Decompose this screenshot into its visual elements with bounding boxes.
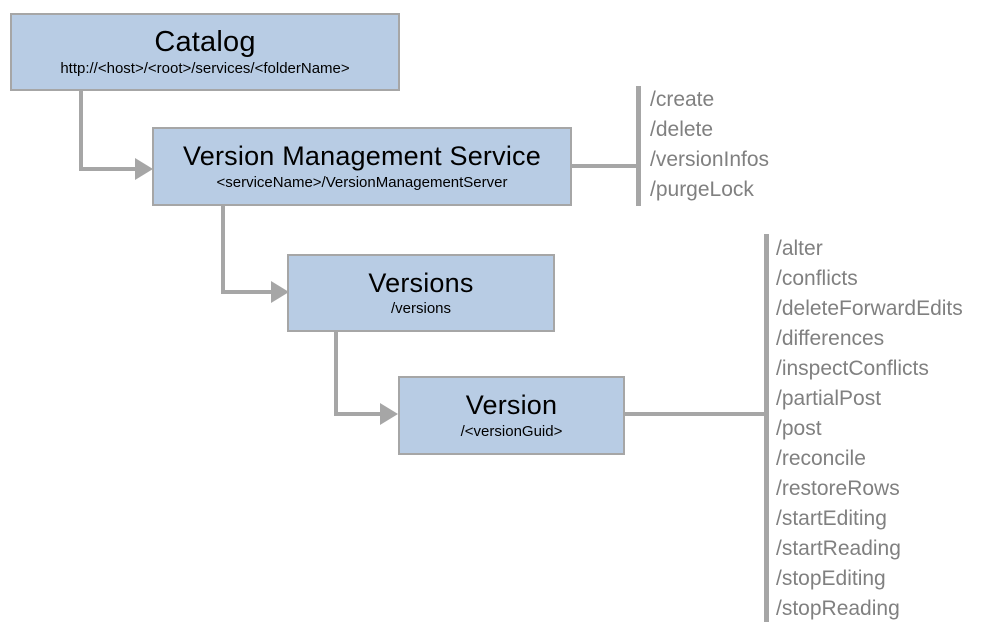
operation-item[interactable]: /inspectConflicts [776,357,929,380]
operations-list-version: /alter/conflicts/deleteForwardEdits/diff… [776,234,963,624]
operation-item[interactable]: /create [650,88,715,111]
operation-item[interactable]: /restoreRows [776,477,900,500]
operations-rail-version [764,234,769,622]
connector-service-to-versions-vertical [221,204,225,294]
connector-service-to-versions-horizontal [221,290,273,294]
operation-item[interactable]: /partialPost [776,387,882,410]
operation-item[interactable]: /versionInfos [650,148,770,171]
connector-catalog-to-service-vertical [79,89,83,171]
arrowhead-catalog-to-service-icon [135,158,153,180]
connector-service-to-operations [570,164,640,168]
operation-item[interactable]: /post [776,417,822,440]
operation-item[interactable]: /stopReading [776,597,900,620]
connector-catalog-to-service-horizontal [79,167,137,171]
node-catalog-subtitle: http://<host>/<root>/services/<folderNam… [60,60,350,78]
node-version-management-service-subtitle: <serviceName>/VersionManagementServer [216,173,508,191]
node-catalog-title: Catalog [154,25,256,58]
node-catalog[interactable]: Catalog http://<host>/<root>/services/<f… [10,13,400,91]
node-versions-title: Versions [368,267,474,298]
node-version-title: Version [465,390,558,421]
node-versions[interactable]: Versions /versions [287,254,555,332]
operations-list-service: /create/delete/versionInfos/purgeLock [650,85,769,205]
connector-versions-to-version-horizontal [334,412,382,416]
operation-item[interactable]: /alter [776,237,823,260]
arrowhead-versions-to-version-icon [380,403,398,425]
node-version-subtitle: /<versionGuid> [460,422,563,440]
operation-item[interactable]: /startReading [776,537,901,560]
operation-item[interactable]: /conflicts [776,267,858,290]
operation-item[interactable]: /deleteForwardEdits [776,297,963,320]
operation-item[interactable]: /delete [650,118,714,141]
operation-item[interactable]: /purgeLock [650,178,754,201]
operation-item[interactable]: /reconcile [776,447,866,470]
arrowhead-service-to-versions-icon [271,281,289,303]
node-version-management-service-title: Version Management Service [183,141,541,172]
node-versions-subtitle: /versions [390,300,452,318]
connector-version-to-operations [623,412,768,416]
node-version-management-service[interactable]: Version Management Service <serviceName>… [152,127,572,206]
operation-item[interactable]: /startEditing [776,507,887,530]
connector-versions-to-version-vertical [334,330,338,416]
operation-item[interactable]: /stopEditing [776,567,886,590]
operation-item[interactable]: /differences [776,327,885,350]
node-version[interactable]: Version /<versionGuid> [398,376,625,455]
operations-rail-service [636,86,641,206]
